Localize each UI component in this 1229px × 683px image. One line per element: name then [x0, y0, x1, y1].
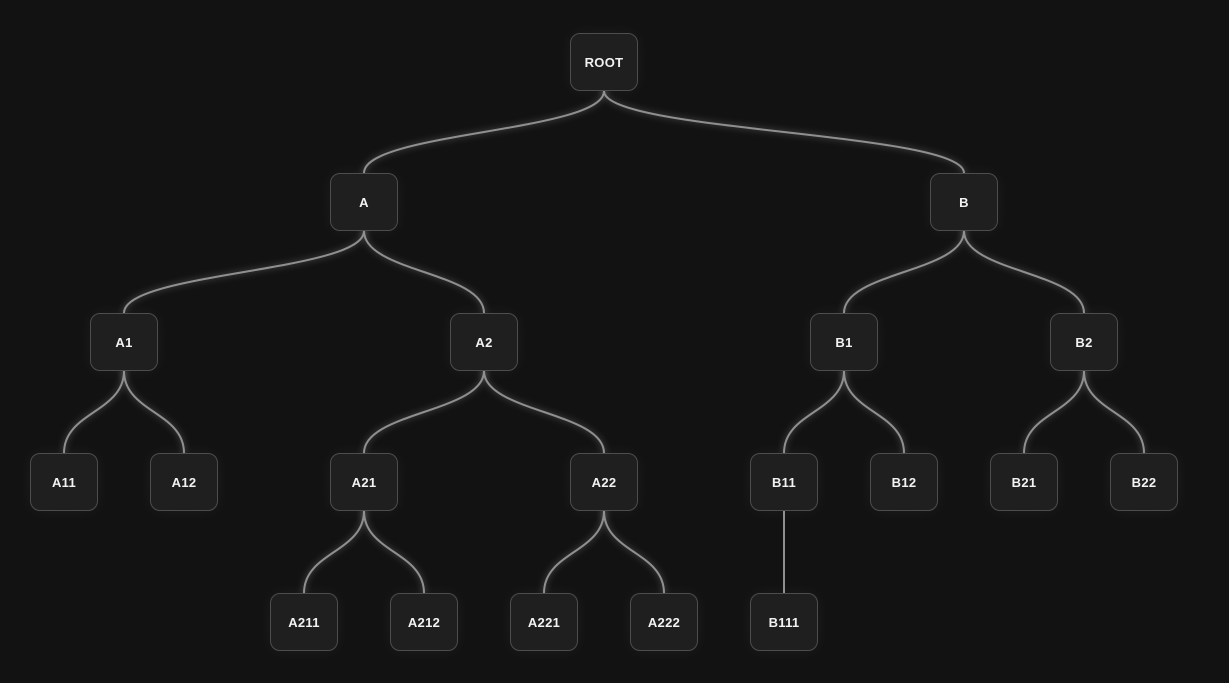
tree-edge-A-A2 [363, 230, 485, 314]
tree-edge-B-B2 [963, 230, 1085, 314]
tree-node-label: A11 [51, 474, 77, 490]
tree-edge-A1-A11 [63, 370, 125, 454]
tree-edge-A1-A12 [123, 370, 185, 454]
tree-edge-B2-B21 [1023, 370, 1085, 454]
tree-node-a221[interactable]: A221 [510, 593, 578, 651]
tree-node-label: A221 [527, 614, 561, 630]
tree-edge-A-A1 [123, 230, 365, 314]
tree-node-label: A2 [475, 334, 493, 350]
tree-node-b22[interactable]: B22 [1110, 453, 1178, 511]
tree-node-b12[interactable]: B12 [870, 453, 938, 511]
tree-edge-B1-B11 [783, 370, 845, 454]
tree-edge-A21-A211 [303, 510, 365, 594]
tree-node-a21[interactable]: A21 [330, 453, 398, 511]
tree-edge-A22-A221 [543, 510, 605, 594]
tree-node-a12[interactable]: A12 [150, 453, 218, 511]
tree-edge-B2-B22 [1083, 370, 1145, 454]
tree-node-b111[interactable]: B111 [750, 593, 818, 651]
tree-node-a1[interactable]: A1 [90, 313, 158, 371]
tree-edge-B-B1 [843, 230, 965, 314]
tree-node-label: A212 [407, 614, 441, 630]
tree-edge-A21-A212 [363, 510, 425, 594]
tree-node-label: B12 [891, 474, 917, 490]
tree-node-label: A [359, 194, 369, 210]
tree-node-label: A21 [351, 474, 377, 490]
tree-node-label: A211 [288, 614, 320, 630]
tree-node-label: A222 [647, 614, 681, 630]
tree-node-label: B11 [771, 474, 797, 490]
tree-node-b11[interactable]: B11 [750, 453, 818, 511]
tree-node-a211[interactable]: A211 [270, 593, 338, 651]
tree-node-a[interactable]: A [330, 173, 398, 231]
tree-node-a2[interactable]: A2 [450, 313, 518, 371]
tree-node-label: A1 [115, 334, 133, 350]
tree-node-label: A12 [171, 474, 197, 490]
edge-group [63, 90, 1145, 594]
tree-node-label: B1 [835, 334, 853, 350]
tree-node-root[interactable]: ROOT [570, 33, 638, 91]
tree-node-b[interactable]: B [930, 173, 998, 231]
tree-node-label: B21 [1011, 474, 1037, 490]
tree-node-b1[interactable]: B1 [810, 313, 878, 371]
tree-node-b2[interactable]: B2 [1050, 313, 1118, 371]
tree-node-a11[interactable]: A11 [30, 453, 98, 511]
tree-node-a212[interactable]: A212 [390, 593, 458, 651]
tree-edge-ROOT-B [603, 90, 965, 174]
tree-node-label: B111 [768, 614, 800, 630]
tree-node-label: ROOT [584, 54, 624, 70]
tree-node-label: B2 [1075, 334, 1093, 350]
tree-edge-ROOT-A [363, 90, 605, 174]
tree-edge-A2-A22 [483, 370, 605, 454]
tree-node-a222[interactable]: A222 [630, 593, 698, 651]
tree-node-label: A22 [591, 474, 617, 490]
tree-edge-A2-A21 [363, 370, 485, 454]
tree-edge-B1-B12 [843, 370, 905, 454]
tree-node-a22[interactable]: A22 [570, 453, 638, 511]
tree-node-b21[interactable]: B21 [990, 453, 1058, 511]
tree-edge-A22-A222 [603, 510, 665, 594]
tree-node-label: B [959, 194, 969, 210]
tree-node-label: B22 [1131, 474, 1157, 490]
